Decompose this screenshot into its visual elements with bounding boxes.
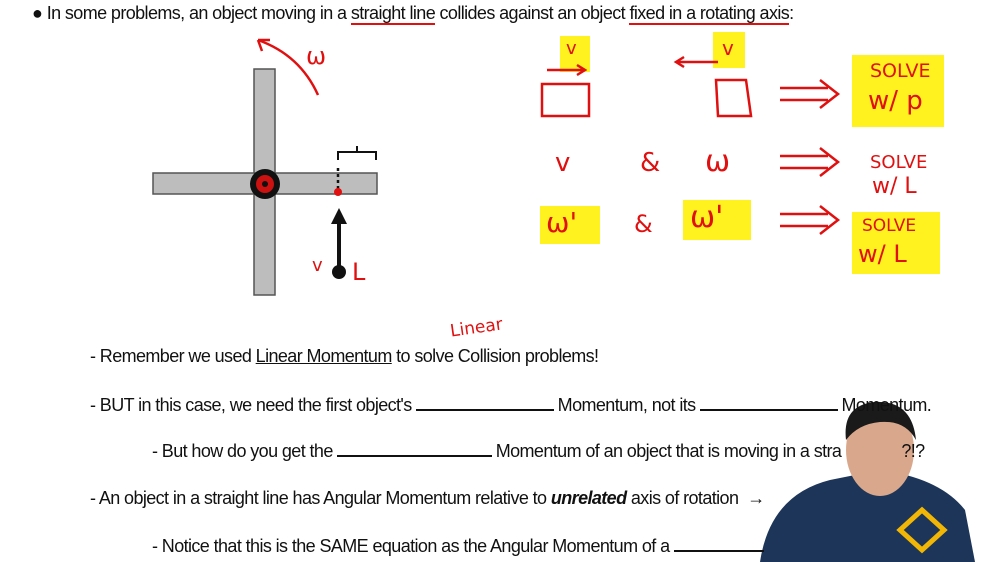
text: ?!? [901,441,925,461]
ampersand: & [640,148,661,178]
underlined-straight-line: straight line [350,3,436,25]
text: But how do you get the [161,441,334,461]
omega-label: ω [306,42,327,70]
text: In some problems, an object moving in a [46,3,351,23]
omega-label: ω' [690,200,724,235]
line-notice: - Notice that this is the SAME equation … [152,536,768,557]
v-label: v [722,36,734,60]
with-p-label: w/ p [868,86,923,116]
arrow-icon: → [747,488,765,508]
line-object: - An object in a straight line has Angul… [90,488,765,509]
solve-label: SOLVE [870,152,928,173]
line-how: - But how do you get the Momentum of an o… [152,441,925,462]
distance-bracket [337,146,377,160]
text: : [789,3,794,23]
highlight [560,36,590,72]
text: BUT in this case, we need the first obje… [99,395,412,415]
underlined-fixed-axis: fixed in a rotating axis [629,3,790,25]
dash: - [90,346,100,366]
emphasis-unrelated: unrelated [550,488,627,508]
v-label: v [555,148,571,178]
omega-label: ω' [546,206,578,239]
dash: - [152,536,162,556]
text: collides against an object [435,3,630,23]
text: axis of rotation [626,488,739,508]
dash: - [90,488,99,508]
highlight [540,206,600,244]
with-l-label: w/ L [858,240,907,268]
text: Momentum of an object that is moving in … [495,441,842,461]
velocity-label: v [312,255,323,276]
blank [415,408,554,411]
distance-label: L [352,258,366,286]
impact-point [334,188,342,196]
text: Notice that this is the SAME equation as… [161,536,670,556]
underlined-linear-momentum: Linear Momentum [255,346,393,366]
text: to solve Collision problems! [391,346,599,366]
solve-label: SOLVE [870,60,931,82]
pivot-axis-icon [250,169,280,199]
solve-label: SOLVE [862,216,917,236]
dash: - [152,441,162,461]
with-l-label: w/ L [872,174,917,199]
dash: - [90,395,100,415]
highlight [683,200,751,240]
v-label: v [566,38,577,59]
bullet: ● [32,3,43,23]
highlight [713,32,745,68]
rotation-arrow [257,38,320,96]
sketches [540,55,841,235]
text: An object in a straight line has Angular… [98,488,551,508]
text: Momentum, not its [557,395,696,415]
blank [673,549,764,552]
line-but: - BUT in this case, we need the first ob… [90,395,932,416]
blank [699,408,838,411]
intro-line: ● In some problems, an object moving in … [32,3,794,25]
highlight [852,212,940,274]
ampersand: & [634,210,653,238]
highlight [852,55,944,127]
line-remember: - Remember we used Linear Momentum to so… [90,346,599,367]
blank [336,454,492,457]
rotation-arrow-head [256,38,270,52]
text: Remember we used [99,346,256,366]
text: Momentum. [841,395,932,415]
omega-label: ω [705,144,731,179]
moving-object-arrow [331,208,347,279]
